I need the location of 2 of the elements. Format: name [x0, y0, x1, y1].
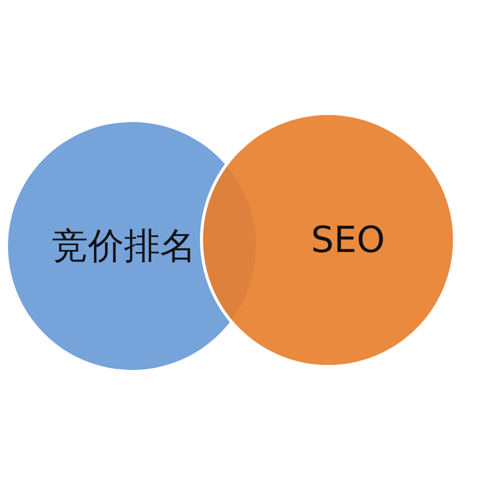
circle-label: SEO — [311, 220, 385, 260]
circle-label: 竞价排名 — [52, 224, 196, 268]
